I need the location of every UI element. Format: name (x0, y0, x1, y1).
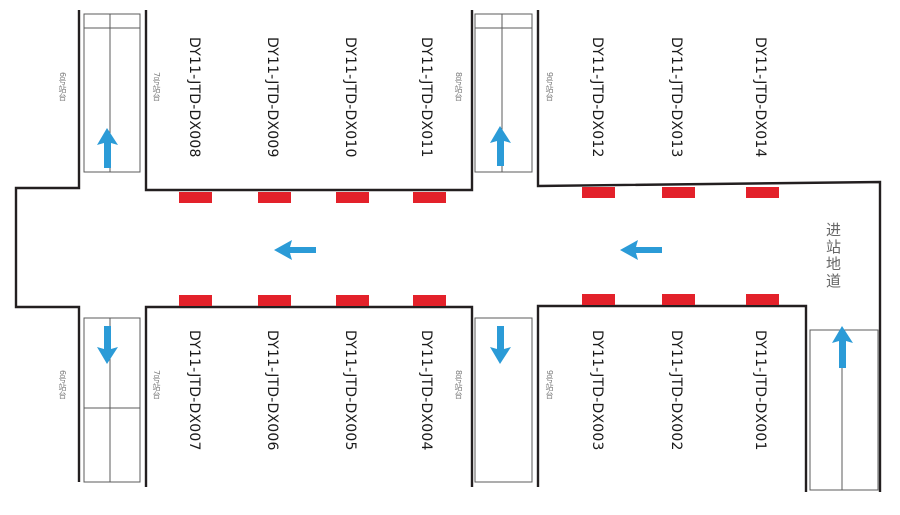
device-marker[interactable] (179, 192, 212, 203)
arrow-up-icon (490, 126, 511, 166)
device-markers-top (179, 187, 779, 203)
platform-9-label-top: 9号站台 (545, 72, 554, 102)
arrow-down-icon (97, 326, 118, 364)
walls (14, 10, 882, 492)
device-label-dx011: DY11-JTD-DX011 (418, 37, 434, 158)
device-marker[interactable] (258, 295, 291, 306)
arrow-left-icon (274, 240, 316, 260)
device-marker[interactable] (662, 187, 695, 198)
device-label-dx006: DY11-JTD-DX006 (264, 330, 280, 451)
arrow-up-icon (97, 128, 118, 168)
arrow-up-icon (832, 326, 853, 368)
device-label-dx009: DY11-JTD-DX009 (264, 37, 280, 158)
device-marker[interactable] (179, 295, 212, 306)
device-marker[interactable] (413, 192, 446, 203)
platform-9-label-bottom: 9号站台 (545, 370, 554, 400)
device-label-dx014: DY11-JTD-DX014 (752, 37, 768, 158)
device-marker[interactable] (336, 295, 369, 306)
stair-top-mid (474, 13, 533, 173)
device-marker[interactable] (413, 295, 446, 306)
platform-8-label-top: 8号站台 (454, 72, 463, 102)
device-marker[interactable] (582, 187, 615, 198)
entry-passage-label: 进站地道 (824, 222, 842, 290)
device-label-dx002: DY11-JTD-DX002 (668, 330, 684, 451)
arrow-left-icon (620, 240, 662, 260)
stair-bottom-left (83, 317, 141, 483)
device-label-dx013: DY11-JTD-DX013 (668, 37, 684, 158)
device-marker[interactable] (258, 192, 291, 203)
platform-6-label-bottom: 6号站台 (58, 370, 67, 400)
device-label-dx008: DY11-JTD-DX008 (186, 37, 202, 158)
device-label-dx010: DY11-JTD-DX010 (342, 37, 358, 158)
platform-8-label-bottom: 8号站台 (454, 370, 463, 400)
device-marker[interactable] (746, 294, 779, 305)
stair-bottom-right (809, 329, 879, 491)
device-marker[interactable] (746, 187, 779, 198)
platform-6-label-top: 6号站台 (58, 72, 67, 102)
device-label-dx003: DY11-JTD-DX003 (589, 330, 605, 451)
arrow-down-icon (490, 326, 511, 364)
device-marker[interactable] (336, 192, 369, 203)
device-label-dx012: DY11-JTD-DX012 (589, 37, 605, 158)
stair-icon (474, 317, 533, 483)
device-markers-bottom (179, 294, 779, 306)
device-label-dx004: DY11-JTD-DX004 (418, 330, 434, 451)
stair-icon (83, 317, 141, 483)
platform-7-label-bottom: 7号站台 (152, 370, 161, 400)
stair-icon (809, 329, 843, 491)
device-marker[interactable] (662, 294, 695, 305)
device-marker[interactable] (582, 294, 615, 305)
stair-top-left (83, 13, 141, 173)
device-label-dx001: DY11-JTD-DX001 (752, 330, 768, 451)
flow-arrows (97, 126, 853, 368)
stair-bottom-mid (474, 317, 533, 483)
platform-7-label-top: 7号站台 (152, 72, 161, 102)
device-label-dx005: DY11-JTD-DX005 (342, 330, 358, 451)
device-label-dx007: DY11-JTD-DX007 (186, 330, 202, 451)
